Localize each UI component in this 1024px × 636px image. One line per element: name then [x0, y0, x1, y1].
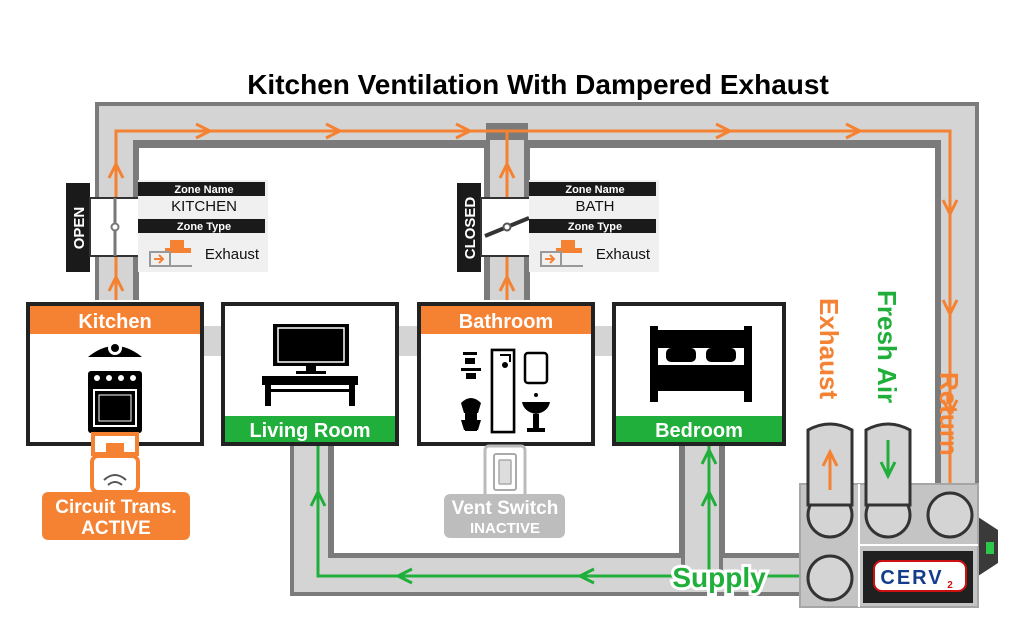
wall-switch-icon — [493, 453, 517, 491]
supply-label: Supply — [672, 562, 766, 593]
cerv-logo-sub: 2 — [947, 580, 953, 591]
zone-type-value: Exhaust — [596, 246, 651, 263]
zone-name-value: KITCHEN — [171, 198, 237, 215]
switch-status: INACTIVE — [470, 520, 540, 537]
room-label: Kitchen — [78, 311, 151, 333]
room-label: Bedroom — [655, 420, 743, 442]
room-bathroom[interactable]: Bathroom — [417, 302, 595, 446]
damper-state-closed: CLOSED — [462, 197, 479, 260]
tv-icon — [262, 324, 358, 406]
cerv-logo: CERV — [880, 567, 943, 589]
zone-card-bath: Zone Name BATH Zone Type Exhaust — [529, 180, 659, 272]
bathroom-icon — [461, 348, 550, 434]
cerv-unit-icon: CERV 2 — [873, 560, 967, 592]
stove-icon — [88, 341, 142, 433]
zone-type-value: Exhaust — [205, 246, 260, 263]
vent-switch[interactable]: Vent Switch INACTIVE — [444, 444, 565, 538]
exhaust-label: Exhaust — [814, 298, 844, 399]
exhaust-fan-icon — [540, 240, 583, 267]
room-bedroom[interactable]: Bedroom — [612, 302, 786, 446]
fresh-air-duct: Fresh Air — [864, 290, 912, 507]
fresh-air-label: Fresh Air — [872, 290, 902, 403]
supply-flow-line — [309, 440, 815, 585]
damper-bath[interactable]: CLOSED — [457, 183, 532, 272]
diagram-title: Kitchen Ventilation With Dampered Exhaus… — [247, 69, 829, 100]
circuit-transducer[interactable]: Circuit Trans. ACTIVE — [42, 432, 190, 540]
exhaust-fan-icon — [149, 240, 192, 267]
circuit-status: ACTIVE — [81, 518, 151, 539]
room-label: Living Room — [249, 420, 370, 442]
room-living[interactable]: Living Room — [221, 302, 399, 446]
return-label: Return — [934, 372, 964, 456]
exhaust-duct: Exhaust — [806, 298, 854, 507]
zone-card-kitchen: Zone Name KITCHEN Zone Type Exhaust — [138, 180, 268, 272]
circuit-label: Circuit Trans. — [55, 497, 176, 518]
bed-icon — [650, 326, 752, 402]
room-kitchen[interactable]: Kitchen — [26, 302, 204, 446]
switch-label: Vent Switch — [452, 498, 559, 519]
zone-name-label: Zone Name — [565, 184, 624, 196]
damper-state-open: OPEN — [71, 207, 88, 250]
zone-type-label: Zone Type — [177, 221, 231, 233]
zone-type-label: Zone Type — [568, 221, 622, 233]
zone-name-value: BATH — [576, 198, 615, 215]
current-transducer-icon — [103, 474, 127, 486]
room-label: Bathroom — [459, 311, 553, 333]
zone-name-label: Zone Name — [174, 184, 233, 196]
